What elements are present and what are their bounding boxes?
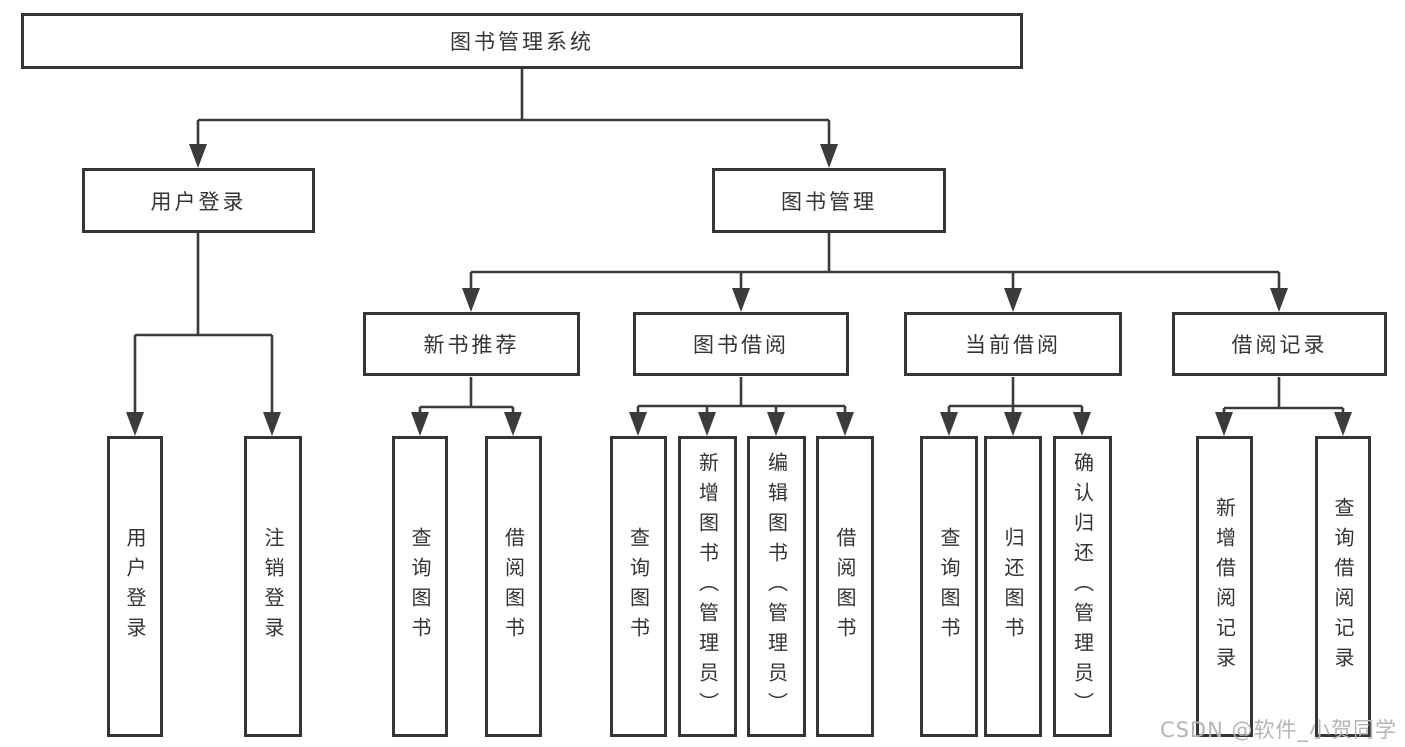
leaf-borrow-books-borrowing: 借阅图书 (816, 436, 874, 737)
leaf-add-borrow-record-label: 新增借阅记录 (1212, 496, 1237, 677)
leaf-user-login: 用户登录 (107, 436, 163, 737)
node-book-borrowing: 图书借阅 (633, 312, 849, 376)
leaf-confirm-return-admin: 确认归还（管理员） (1053, 436, 1112, 737)
node-book-management: 图书管理 (712, 168, 946, 233)
leaf-return-book-label: 归还图书 (1001, 526, 1025, 647)
leaf-query-books-borrowing-label: 查询图书 (626, 526, 651, 647)
leaf-borrow-books-borrowing-label: 借阅图书 (833, 526, 857, 647)
node-library-management-system: 图书管理系统 (21, 13, 1023, 69)
leaf-query-borrow-record-label: 查询借阅记录 (1331, 496, 1355, 677)
leaf-edit-book-admin-label: 编辑图书（管理员） (764, 451, 789, 722)
node-borrowing-records: 借阅记录 (1172, 312, 1387, 376)
connector-lines (133, 69, 1345, 416)
leaf-return-book: 归还图书 (984, 436, 1042, 737)
leaf-add-book-admin: 新增图书（管理员） (678, 436, 737, 737)
leaf-user-login-label: 用户登录 (123, 526, 147, 647)
leaf-borrow-books-recommend-label: 借阅图书 (501, 526, 526, 647)
node-new-book-recommendation: 新书推荐 (363, 312, 580, 376)
leaf-query-borrow-record: 查询借阅记录 (1315, 436, 1371, 737)
leaf-borrow-books-recommend: 借阅图书 (485, 436, 542, 737)
node-user-login: 用户登录 (82, 168, 315, 233)
leaf-query-books-recommend: 查询图书 (392, 436, 448, 737)
leaf-logout: 注销登录 (244, 436, 302, 737)
leaf-add-book-admin-label: 新增图书（管理员） (695, 451, 720, 722)
leaf-logout-label: 注销登录 (261, 526, 285, 647)
node-current-borrowing: 当前借阅 (904, 312, 1122, 376)
leaf-query-books-current-label: 查询图书 (937, 526, 961, 647)
leaf-query-books-recommend-label: 查询图书 (408, 526, 432, 647)
leaf-query-books-current: 查询图书 (920, 436, 978, 737)
leaf-edit-book-admin: 编辑图书（管理员） (747, 436, 806, 737)
leaf-add-borrow-record: 新增借阅记录 (1196, 436, 1253, 737)
leaf-query-books-borrowing: 查询图书 (610, 436, 667, 737)
watermark: CSDN @软件_小贺同学 (1159, 718, 1397, 742)
arrowhead-icons (126, 144, 1352, 436)
leaf-confirm-return-admin-label: 确认归还（管理员） (1070, 451, 1095, 722)
